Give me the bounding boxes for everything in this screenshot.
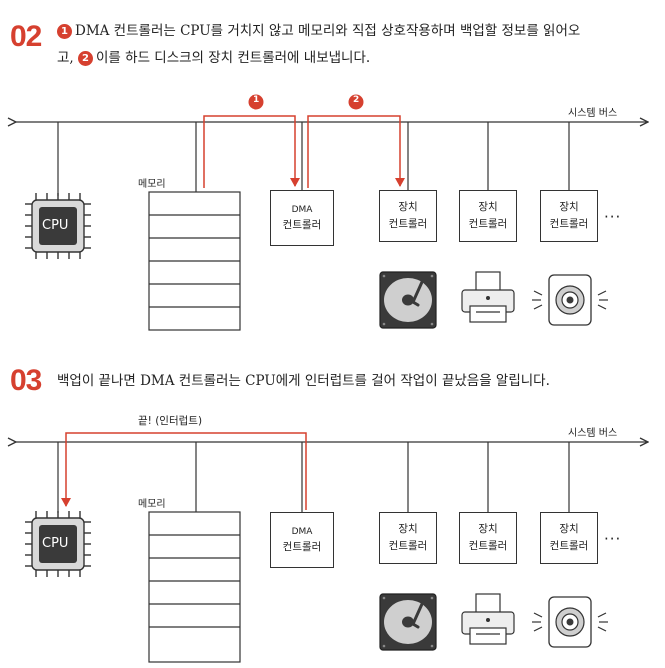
arrow-1-number: 1 bbox=[253, 95, 260, 105]
cpu-label-bottom: CPU bbox=[42, 536, 69, 551]
device-controller-box-2-bottom: 장치 컨트롤러 bbox=[459, 512, 517, 564]
dma-label-line2: 컨트롤러 bbox=[282, 218, 322, 231]
step-02-line-1: DMA 컨트롤러는 CPU를 거치지 않고 메모리와 직접 상호작용하며 백업할… bbox=[75, 23, 581, 39]
device-label-line2: 컨트롤러 bbox=[388, 218, 428, 230]
memory-stack-bottom bbox=[148, 511, 241, 663]
hard-disk-icon bbox=[379, 271, 437, 329]
device-label-line1: 장치 bbox=[559, 201, 579, 213]
arrow-2-number: 2 bbox=[353, 95, 360, 105]
system-bus-label-bottom: 시스템 버스 bbox=[568, 428, 618, 439]
dma-controller-box-bottom: DMA 컨트롤러 bbox=[270, 512, 334, 568]
step-03-description: 백업이 끝나면 DMA 컨트롤러는 CPU에게 인터럽트를 걸어 작업이 끝났음… bbox=[57, 373, 550, 389]
dma-controller-box-top: DMA 컨트롤러 bbox=[270, 190, 334, 246]
dma-label-line1: DMA bbox=[291, 526, 313, 537]
device-controller-box-1-top: 장치 컨트롤러 bbox=[379, 190, 437, 242]
device-label-line2: 컨트롤러 bbox=[388, 540, 428, 552]
arrow-1-memory-to-dma bbox=[203, 115, 300, 188]
printer-icon bbox=[461, 593, 515, 645]
bottom-diagram bbox=[16, 432, 648, 663]
cpu-label-top: CPU bbox=[42, 218, 69, 233]
device-controller-box-1-bottom: 장치 컨트롤러 bbox=[379, 512, 437, 564]
device-controller-box-3-top: 장치 컨트롤러 bbox=[540, 190, 598, 242]
dma-label-line1: DMA bbox=[291, 204, 313, 215]
hard-disk-icon bbox=[379, 593, 437, 651]
printer-icon bbox=[461, 271, 515, 323]
memory-label-bottom: 메모리 bbox=[138, 499, 166, 510]
arrow-2-badge bbox=[348, 94, 364, 110]
device-label-line1: 장치 bbox=[559, 523, 579, 535]
device-controller-box-2-top: 장치 컨트롤러 bbox=[459, 190, 517, 242]
step-02-line-2-pre: 고, bbox=[57, 50, 74, 66]
memory-label-top: 메모리 bbox=[138, 179, 166, 190]
device-label-line2: 컨트롤러 bbox=[468, 218, 508, 230]
step-02-number: 02 bbox=[10, 20, 42, 53]
device-label-line1: 장치 bbox=[478, 201, 498, 213]
device-controller-box-3-bottom: 장치 컨트롤러 bbox=[540, 512, 598, 564]
speaker-icon bbox=[532, 596, 608, 648]
top-diagram bbox=[16, 94, 648, 331]
device-label-line1: 장치 bbox=[478, 523, 498, 535]
device-label-line2: 컨트롤러 bbox=[549, 218, 589, 230]
device-label-line1: 장치 bbox=[398, 201, 418, 213]
more-devices-ellipsis-top: ··· bbox=[604, 208, 622, 226]
badge-2: 2 bbox=[78, 51, 94, 66]
memory-stack-top bbox=[148, 191, 241, 331]
device-label-line2: 컨트롤러 bbox=[549, 540, 589, 552]
arrow-2-dma-to-device bbox=[307, 115, 405, 188]
device-label-line1: 장치 bbox=[398, 523, 418, 535]
step-03-number: 03 bbox=[10, 364, 42, 397]
cpu-chip-icon bbox=[25, 511, 91, 577]
more-devices-ellipsis-bottom: ··· bbox=[604, 530, 622, 548]
cpu-chip-icon bbox=[25, 193, 91, 259]
system-bus-label-top: 시스템 버스 bbox=[568, 108, 618, 119]
speaker-icon bbox=[532, 274, 608, 326]
step-02-line-2-post: 이를 하드 디스크의 장치 컨트롤러에 내보냅니다. bbox=[96, 50, 371, 66]
device-label-line2: 컨트롤러 bbox=[468, 540, 508, 552]
interrupt-label: 끝! (인터럽트) bbox=[138, 415, 203, 427]
interrupt-arrow-dma-to-cpu bbox=[61, 432, 307, 510]
dma-label-line2: 컨트롤러 bbox=[282, 540, 322, 553]
badge-1: 1 bbox=[57, 24, 72, 39]
arrow-1-badge bbox=[248, 94, 264, 110]
